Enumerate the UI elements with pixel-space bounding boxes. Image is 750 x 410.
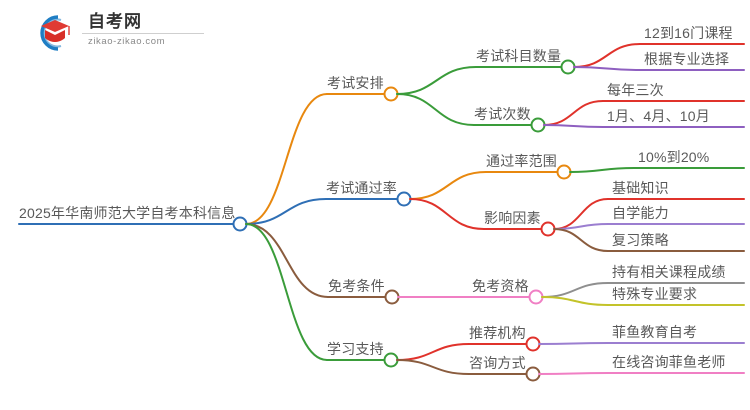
connector-考试安排-考试科目数量: [396, 66, 477, 95]
leaf-label-特殊专业要求[interactable]: 特殊专业要求: [612, 286, 698, 302]
connector-考试安排-考试次数: [396, 93, 475, 126]
connector-咨询方式-在线咨询菲鱼老师: [538, 372, 609, 375]
subbranch-node-咨询方式[interactable]: [525, 366, 541, 382]
connector-考试次数-每年三次: [543, 100, 604, 126]
subbranch-node-免考资格[interactable]: [528, 289, 544, 305]
connector-学习支持-推荐机构: [396, 343, 470, 361]
mindmap-root-label[interactable]: 2025年华南师范大学自考本科信息: [19, 205, 236, 221]
connector-root-免考条件: [245, 223, 329, 298]
branch-label-考试安排[interactable]: 考试安排: [327, 75, 384, 91]
subbranch-node-通过率范围[interactable]: [556, 164, 572, 180]
branch-node-考试通过率[interactable]: [396, 191, 412, 207]
connector-推荐机构-菲鱼教育自考: [538, 342, 609, 345]
logo-text: 自考网 zikao-zikao.com: [82, 12, 206, 47]
subbranch-label-考试科目数量[interactable]: 考试科目数量: [476, 48, 562, 64]
leaf-label-基础知识[interactable]: 基础知识: [612, 180, 669, 196]
connector-影响因素-自学能力: [553, 223, 609, 230]
branch-node-学习支持[interactable]: [383, 352, 399, 368]
branch-label-考试通过率[interactable]: 考试通过率: [326, 180, 397, 196]
branch-node-考试安排[interactable]: [383, 86, 399, 102]
connector-通过率范围-10-到20-: [569, 167, 635, 173]
logo-domain: zikao-zikao.com: [88, 36, 166, 47]
subbranch-node-推荐机构[interactable]: [525, 336, 541, 352]
logo-title: 自考网: [88, 12, 142, 31]
connector-学习支持-咨询方式: [396, 359, 470, 375]
leaf-label-1月-4月-10月[interactable]: 1月、4月、10月: [607, 108, 710, 124]
subbranch-label-通过率范围[interactable]: 通过率范围: [486, 153, 557, 169]
graduation-cap-icon: [40, 15, 70, 51]
leaf-label-在线咨询菲鱼老师[interactable]: 在线咨询菲鱼老师: [612, 354, 726, 370]
leaf-label-自学能力[interactable]: 自学能力: [612, 205, 669, 221]
connector-考试科目数量-12到16门课程: [573, 43, 641, 68]
leaf-label-持有相关课程成绩[interactable]: 持有相关课程成绩: [612, 264, 726, 280]
connector-免考资格-特殊专业要求: [541, 296, 609, 306]
subbranch-label-影响因素[interactable]: 影响因素: [484, 210, 541, 226]
leaf-label-复习策略[interactable]: 复习策略: [612, 232, 669, 248]
logo-divider: [82, 33, 204, 34]
connector-影响因素-复习策略: [553, 228, 609, 252]
connector-考试通过率-影响因素: [409, 198, 485, 230]
subbranch-node-考试次数[interactable]: [530, 117, 546, 133]
branch-label-免考条件[interactable]: 免考条件: [328, 278, 385, 294]
site-logo: 自考网 zikao-zikao.com: [28, 8, 208, 56]
leaf-label-12到16门课程[interactable]: 12到16门课程: [644, 25, 733, 41]
subbranch-label-推荐机构[interactable]: 推荐机构: [469, 325, 526, 341]
subbranch-node-考试科目数量[interactable]: [560, 59, 576, 75]
branch-label-学习支持[interactable]: 学习支持: [327, 341, 384, 357]
connector-root-学习支持: [245, 223, 328, 361]
connector-root-考试通过率: [245, 198, 327, 225]
subbranch-node-影响因素[interactable]: [540, 221, 556, 237]
connector-考试科目数量-根据专业选择: [573, 66, 641, 71]
subbranch-label-免考资格[interactable]: 免考资格: [472, 278, 529, 294]
connector-root-考试安排: [245, 93, 328, 225]
leaf-label-每年三次[interactable]: 每年三次: [607, 82, 664, 98]
leaf-label-根据专业选择[interactable]: 根据专业选择: [644, 51, 730, 67]
connector-免考资格-持有相关课程成绩: [541, 282, 609, 298]
subbranch-label-咨询方式[interactable]: 咨询方式: [469, 355, 526, 371]
subbranch-label-考试次数[interactable]: 考试次数: [474, 106, 531, 122]
connector-考试通过率-通过率范围: [409, 171, 487, 200]
leaf-label-菲鱼教育自考[interactable]: 菲鱼教育自考: [612, 324, 698, 340]
connector-考试次数-1月-4月-10月: [543, 124, 604, 128]
leaf-label-10-到20-[interactable]: 10%到20%: [638, 149, 710, 165]
branch-node-免考条件[interactable]: [384, 289, 400, 305]
